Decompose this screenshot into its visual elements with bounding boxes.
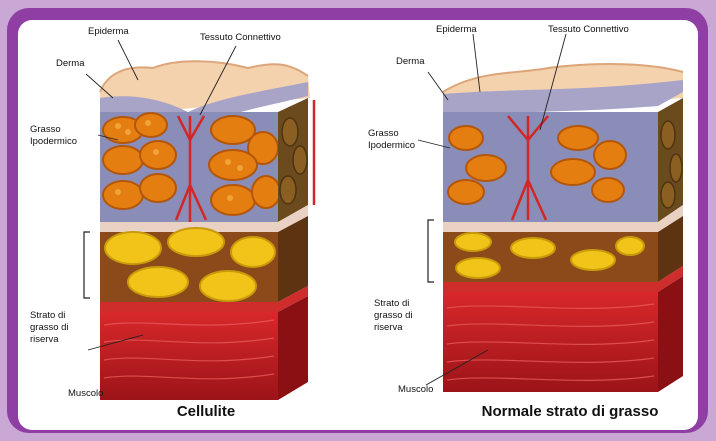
right-label-reserve-3: riserva: [374, 322, 403, 333]
right-label-dermis: Derma: [396, 56, 425, 67]
left-label-reserve-3: riserva: [30, 334, 59, 345]
right-label-epidermis: Epiderma: [436, 24, 477, 35]
left-label-hypodermic-2: Ipodermico: [30, 136, 77, 147]
left-label-reserve-2: grasso di: [30, 322, 69, 333]
right-reserve-bracket: [428, 220, 434, 282]
left-caption: Cellulite: [177, 403, 235, 420]
left-reserve-bracket: [84, 232, 90, 298]
cellulite-block: [100, 61, 314, 400]
left-label-muscle: Muscolo: [68, 388, 103, 399]
diagram-panel: Epiderma Tessuto Connettivo Derma Grasso…: [18, 20, 698, 430]
left-label-connective: Tessuto Connettivo: [200, 32, 281, 43]
right-label-muscle: Muscolo: [398, 384, 433, 395]
right-label-hypodermic-1: Grasso: [368, 128, 399, 139]
right-label-hypodermic-2: Ipodermico: [368, 140, 415, 151]
right-label-connective: Tessuto Connettivo: [548, 24, 629, 35]
left-label-hypodermic-1: Grasso: [30, 124, 61, 135]
left-label-reserve-1: Strato di: [30, 310, 65, 321]
skin-diagram: Epiderma Tessuto Connettivo Derma Grasso…: [18, 20, 698, 430]
normal-block: [443, 64, 683, 392]
right-label-reserve-2: grasso di: [374, 310, 413, 321]
left-label-dermis: Derma: [56, 58, 85, 69]
right-caption: Normale strato di grasso: [482, 403, 659, 420]
right-label-reserve-1: Strato di: [374, 298, 409, 309]
left-label-epidermis: Epiderma: [88, 26, 129, 37]
